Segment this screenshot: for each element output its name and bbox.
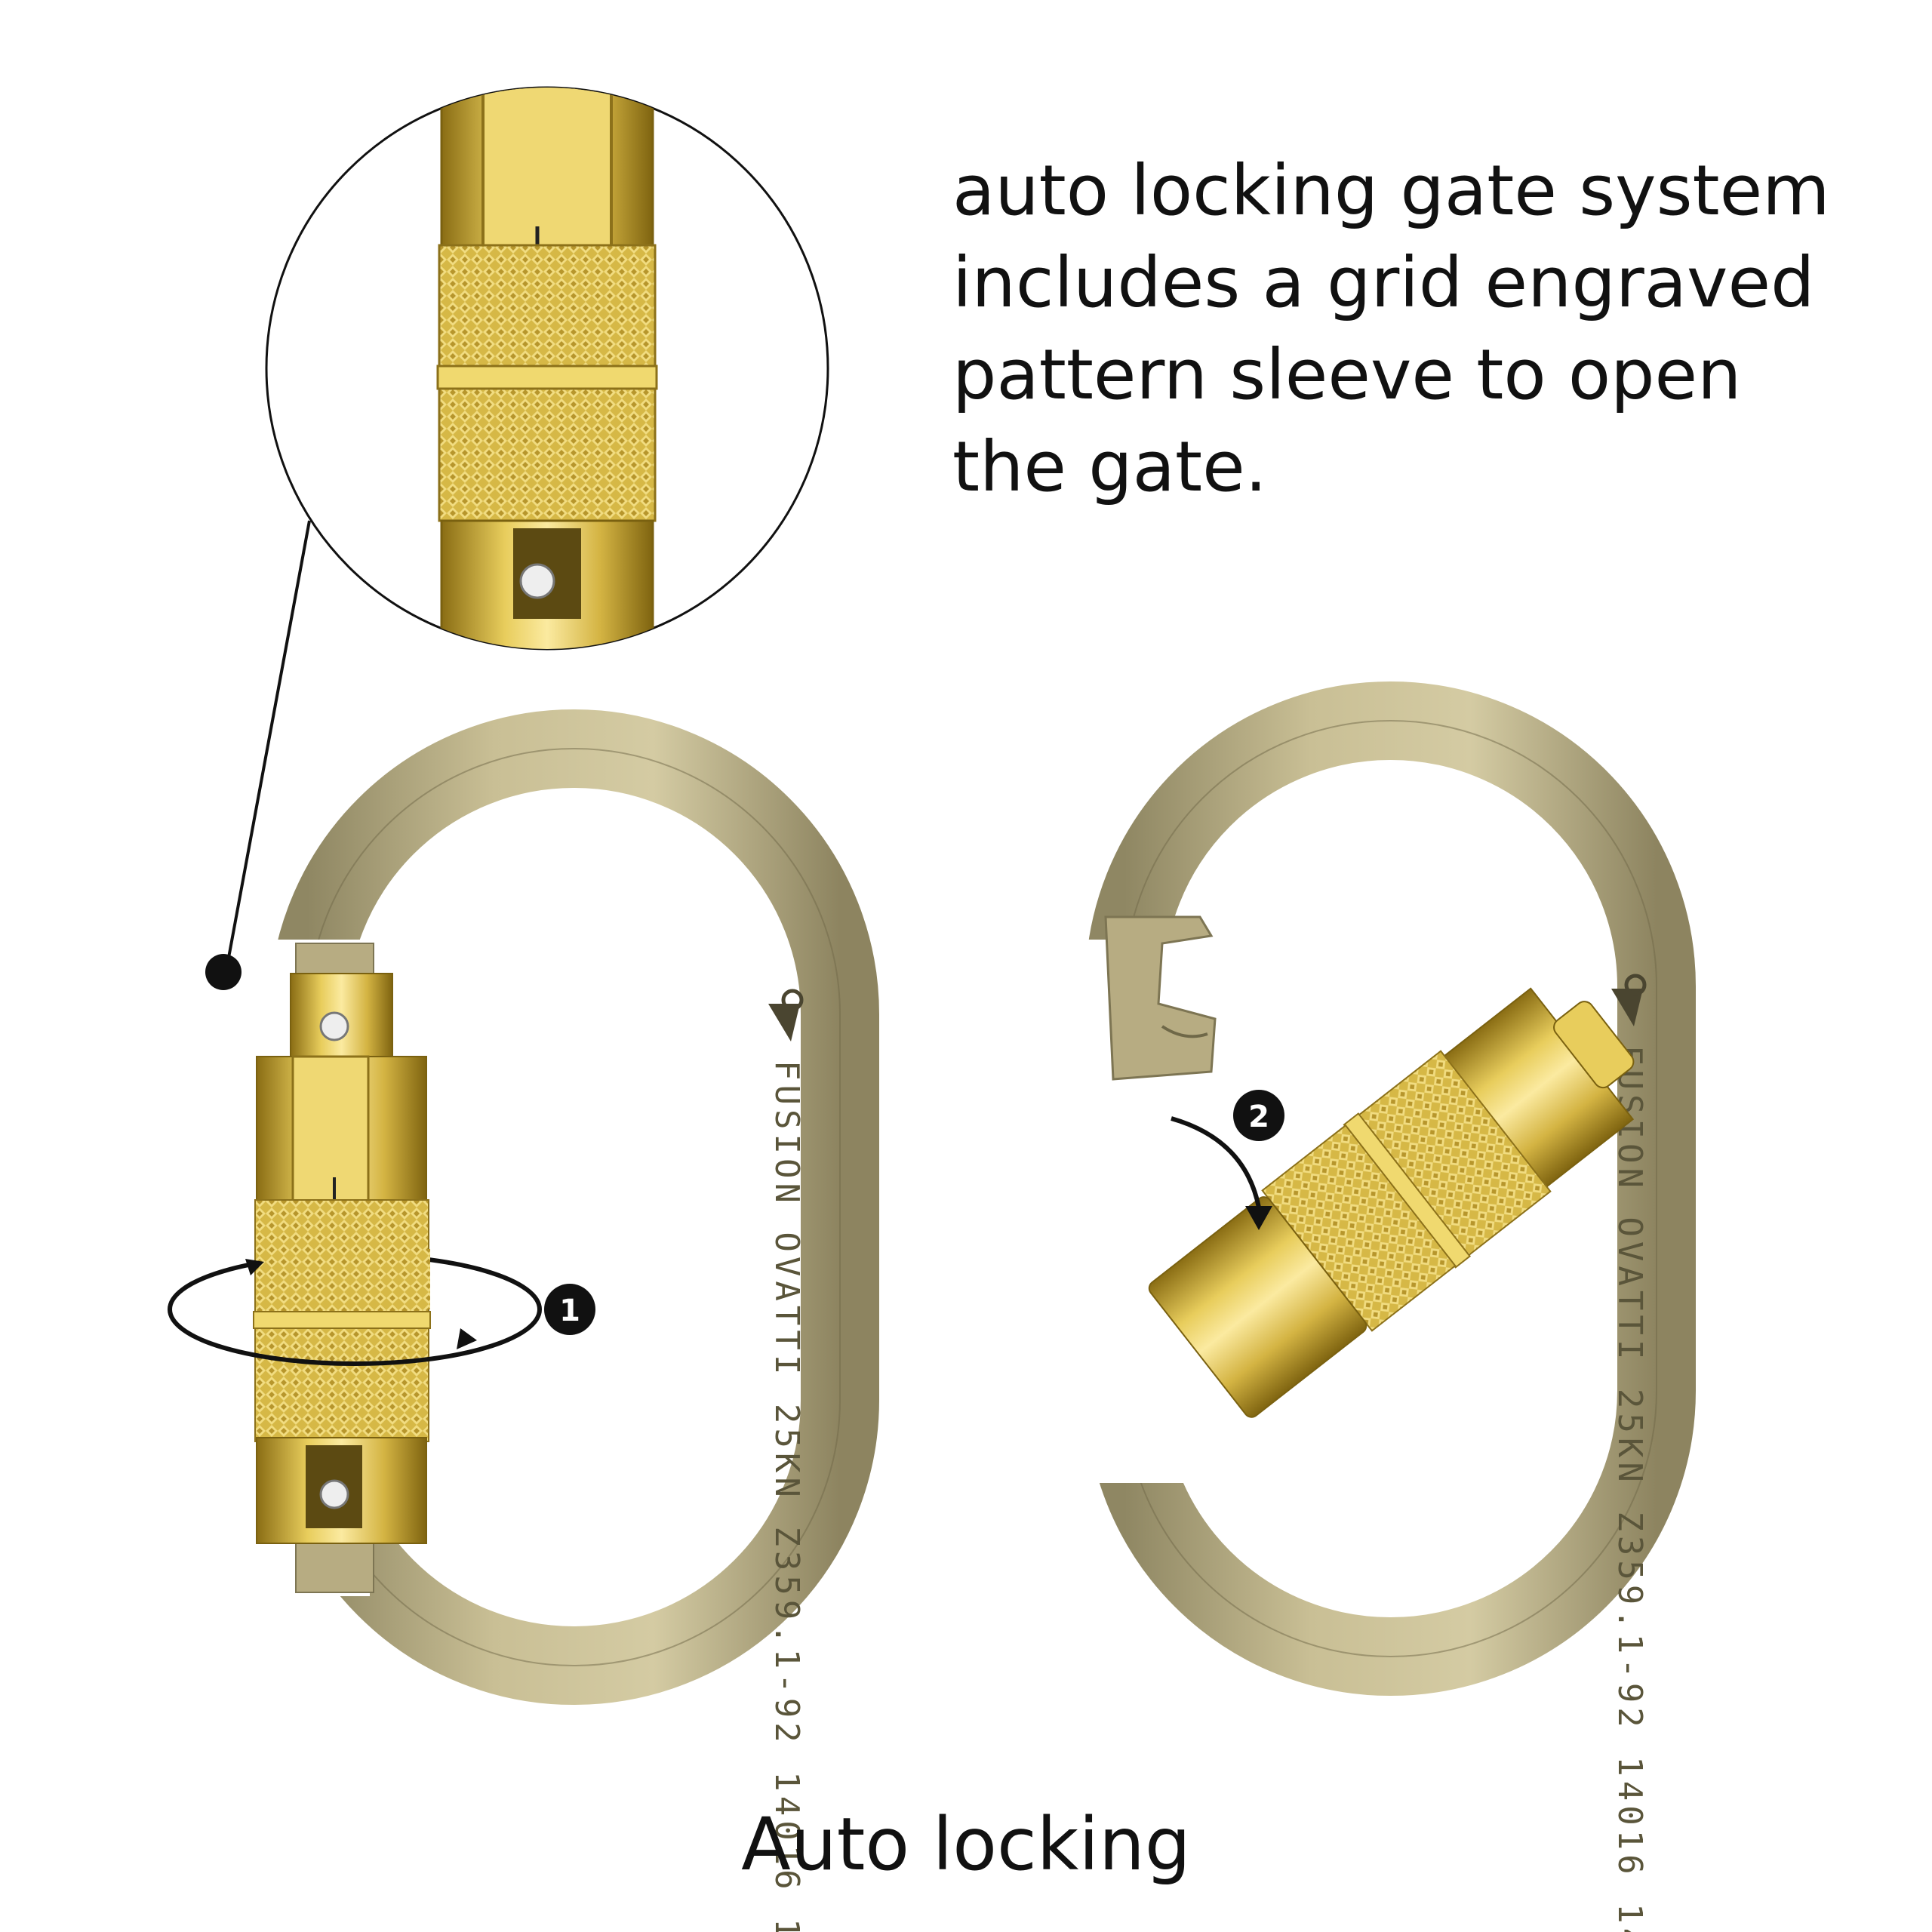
- left-gate-sleeve: [253, 973, 431, 1544]
- zoom-callout: [205, 86, 829, 990]
- callout-dot: [205, 954, 242, 990]
- description-line-3: pattern sleeve to open: [952, 334, 1742, 415]
- left-carabiner: FUSION OVATTI 25KN Z359.1-92 14016 14C1: [168, 709, 879, 1932]
- rotate-arrow: [168, 1249, 542, 1366]
- feature-description: auto locking gate system includes a grid…: [952, 145, 1888, 513]
- step-1-badge: 1: [544, 1284, 595, 1335]
- step-1-number: 1: [559, 1294, 580, 1328]
- description-line-1: auto locking gate system: [952, 150, 1830, 231]
- caption: Auto locking: [741, 1802, 1191, 1887]
- right-carabiner-nose: [1104, 915, 1217, 1081]
- callout-leader-line: [225, 520, 311, 971]
- right-carabiner: FUSION OVATTI 25KN Z359.1-92 14016 14C1 …: [1079, 681, 1696, 1932]
- left-engraving: FUSION OVATTI 25KN Z359.1-92 14016 14C1: [768, 1060, 806, 1932]
- description-line-4: the gate.: [952, 426, 1267, 507]
- description-line-2: includes a grid engraved: [952, 242, 1815, 323]
- right-gate-sleeve: [1148, 987, 1635, 1418]
- swing-arrow: [1171, 1116, 1272, 1230]
- step-2-badge: 2: [1233, 1090, 1284, 1141]
- right-engraving: FUSION OVATTI 25KN Z359.1-92 14016 14C1: [1611, 1045, 1649, 1932]
- step-2-number: 2: [1248, 1100, 1269, 1134]
